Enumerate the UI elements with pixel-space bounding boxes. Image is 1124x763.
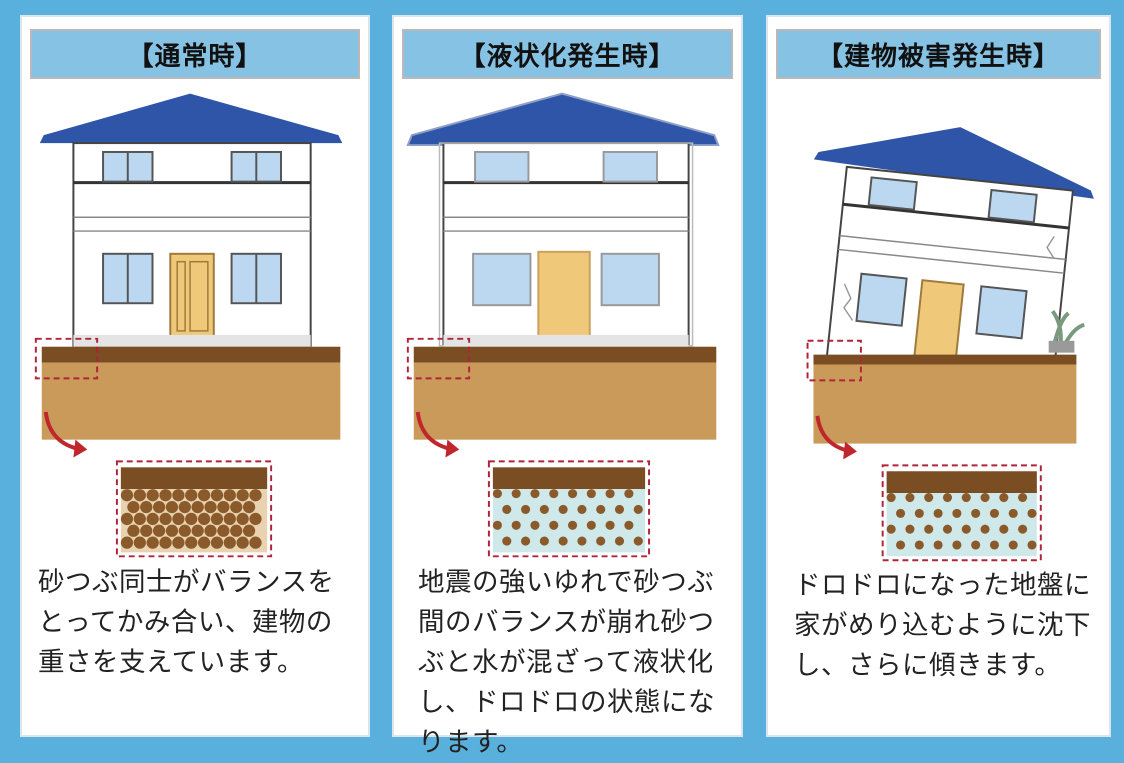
soil: [41, 362, 341, 440]
panel-description-liquefaction: 地震の強いゆれで砂つぶ間のバランスが崩れ砂つぶと水が混ざって液状化し、ドロドロの…: [418, 567, 715, 758]
soil-detail-icon: [115, 460, 273, 558]
detail-marker: [34, 337, 99, 380]
panel-normal: 【通常時】: [20, 15, 370, 737]
panel-liquefaction: 【液状化発生時】 地震の強いゆれで砂つぶ間のバランスが崩れ砂つぶと水が混ざって液…: [392, 15, 743, 758]
soil-detail-icon: [881, 464, 1042, 562]
soil-detail-icon: [487, 460, 651, 558]
house-normal-icon: [34, 93, 343, 558]
panel-damage: 【建物被害発生時】 ドロドロになった地盤に家がめり: [766, 15, 1111, 737]
roof: [39, 93, 343, 144]
house-liquefaction-icon: [406, 92, 720, 558]
house-tilted-icon: [806, 127, 1094, 562]
panel-title-liquefaction: 【液状化発生時】: [402, 29, 733, 79]
panel-description-normal: 砂つぶ同士がバランスをとってかみ合い、建物の重さを支えています。: [38, 567, 335, 678]
panel-title-damage: 【建物被害発生時】: [776, 29, 1101, 79]
panel-description-damage: ドロドロになった地盤に家がめり込むように沈下し、さらに傾きます。: [794, 570, 1091, 681]
panel-title-normal: 【通常時】: [30, 29, 360, 79]
